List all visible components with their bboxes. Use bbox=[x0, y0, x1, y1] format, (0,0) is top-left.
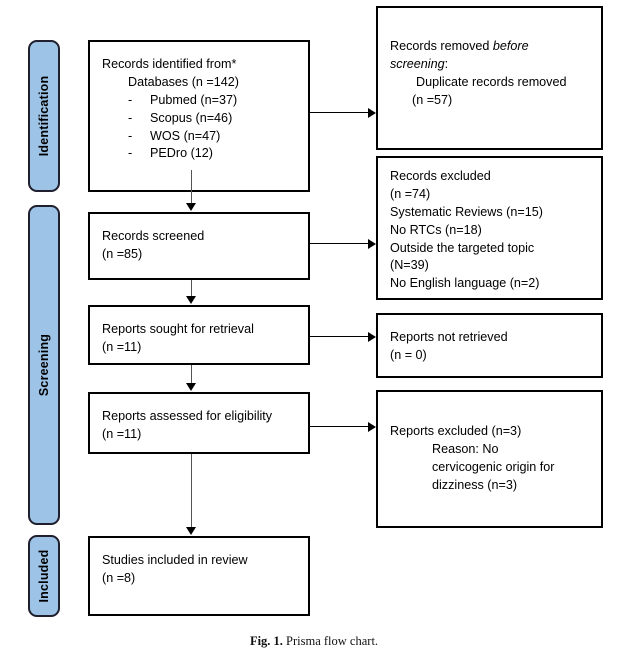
arrowhead-assessed-to-studies-included bbox=[186, 527, 196, 535]
connector-assessed-to-reports-excluded bbox=[310, 426, 370, 427]
records-excluded-reason-no-english: No English language (n=2) bbox=[390, 276, 540, 291]
connector-screened-to-records-excluded bbox=[310, 243, 370, 244]
records-identified-databases: Databases (n =142) bbox=[128, 74, 239, 89]
box-records-excluded: Records excluded (n =74) Systematic Revi… bbox=[376, 156, 603, 300]
arrowhead-sought-to-not-retrieved bbox=[368, 332, 376, 342]
connector-screened-to-reports-sought bbox=[191, 280, 192, 297]
records-screened-count: (n =85) bbox=[102, 246, 143, 261]
records-identified-source-scopus: Scopus (n=46) bbox=[102, 110, 296, 128]
records-removed-colon: : bbox=[444, 56, 449, 71]
phase-tab-identification-label: Identification bbox=[37, 75, 51, 157]
figure-caption: Fig. 1. Prisma flow chart. bbox=[0, 634, 628, 649]
studies-included-count: (n =8) bbox=[102, 570, 136, 585]
records-identified-source-pubmed: Pubmed (n=37) bbox=[102, 92, 296, 110]
records-removed-line1: Records removed before bbox=[390, 38, 589, 56]
phase-tab-screening: Screening bbox=[28, 205, 60, 525]
connector-assessed-to-studies-included bbox=[191, 454, 192, 528]
records-removed-text-a: Records removed bbox=[390, 39, 493, 53]
records-removed-em-screening: screening bbox=[390, 56, 445, 71]
source-label-scopus: Scopus (n=46) bbox=[150, 110, 233, 125]
box-reports-assessed-for-eligibility: Reports assessed for eligibility (n =11) bbox=[88, 392, 310, 454]
source-label-wos: WOS (n=47) bbox=[150, 128, 221, 143]
reports-assessed-title: Reports assessed for eligibility bbox=[102, 409, 273, 423]
connector-identified-to-screened bbox=[191, 170, 192, 204]
records-removed-duplicates: Duplicate records removed bbox=[416, 74, 567, 89]
reports-not-retrieved-title: Reports not retrieved bbox=[390, 330, 508, 344]
records-removed-line2: screening: bbox=[390, 56, 589, 74]
reports-sought-count: (n =11) bbox=[102, 339, 142, 354]
box-records-identified: Records identified from* Databases (n =1… bbox=[88, 40, 310, 192]
connector-reports-sought-to-assessed bbox=[191, 365, 192, 383]
studies-included-title: Studies included in review bbox=[102, 553, 248, 567]
box-reports-excluded: Reports excluded (n=3) Reason: No cervic… bbox=[376, 390, 603, 528]
box-reports-not-retrieved: Reports not retrieved (n = 0) bbox=[376, 313, 603, 378]
records-excluded-reason-outside-topic: Outside the targeted topic bbox=[390, 240, 535, 255]
figure-caption-text: Prisma flow chart. bbox=[286, 634, 379, 648]
box-records-removed-before-screening: Records removed before screening: Duplic… bbox=[376, 6, 603, 150]
reports-sought-title: Reports sought for retrieval bbox=[102, 322, 254, 336]
phase-tab-included-label: Included bbox=[37, 549, 51, 603]
arrowhead-screened-to-reports-sought bbox=[186, 296, 196, 304]
arrowhead-identified-to-screened bbox=[186, 203, 196, 211]
reports-not-retrieved-count: (n = 0) bbox=[390, 347, 427, 362]
box-records-screened: Records screened (n =85) bbox=[88, 212, 310, 280]
records-excluded-count: (n =74) bbox=[390, 186, 431, 201]
source-label-pedro: PEDro (12) bbox=[150, 146, 213, 161]
reports-excluded-reason-line3: dizziness (n=3) bbox=[432, 477, 518, 492]
records-identified-source-wos: WOS (n=47) bbox=[102, 128, 296, 146]
phase-tab-identification: Identification bbox=[28, 40, 60, 192]
phase-tab-included: Included bbox=[28, 535, 60, 617]
records-identified-title: Records identified from* bbox=[102, 57, 237, 71]
box-reports-sought-for-retrieval: Reports sought for retrieval (n =11) bbox=[88, 305, 310, 365]
records-removed-count: (n =57) bbox=[412, 92, 453, 107]
connector-sought-to-not-retrieved bbox=[310, 336, 370, 337]
arrowhead-screened-to-records-excluded bbox=[368, 239, 376, 249]
reports-excluded-reason-line2: cervicogenic origin for bbox=[432, 459, 555, 474]
source-label-pubmed: Pubmed (n=37) bbox=[150, 92, 238, 107]
records-excluded-reason-no-rtcs: No RTCs (n=18) bbox=[390, 222, 482, 237]
records-excluded-reason-outside-topic-count: (N=39) bbox=[390, 258, 429, 273]
connector-identified-to-records-removed bbox=[310, 112, 370, 113]
records-excluded-title: Records excluded bbox=[390, 169, 491, 183]
phase-tab-screening-label: Screening bbox=[37, 333, 51, 397]
records-excluded-reason-systematic-reviews: Systematic Reviews (n=15) bbox=[390, 204, 543, 219]
records-screened-title: Records screened bbox=[102, 229, 205, 243]
arrowhead-reports-sought-to-assessed bbox=[186, 383, 196, 391]
reports-excluded-title: Reports excluded (n=3) bbox=[390, 424, 522, 438]
arrowhead-identified-to-records-removed bbox=[368, 108, 376, 118]
records-removed-em-before: before bbox=[492, 39, 529, 53]
reports-excluded-reason-line1: Reason: No bbox=[432, 441, 499, 456]
figure-caption-number: Fig. 1. bbox=[249, 634, 283, 648]
records-identified-source-pedro: PEDro (12) bbox=[102, 145, 296, 163]
arrowhead-assessed-to-reports-excluded bbox=[368, 422, 376, 432]
reports-assessed-count: (n =11) bbox=[102, 426, 142, 441]
box-studies-included-in-review: Studies included in review (n =8) bbox=[88, 536, 310, 616]
